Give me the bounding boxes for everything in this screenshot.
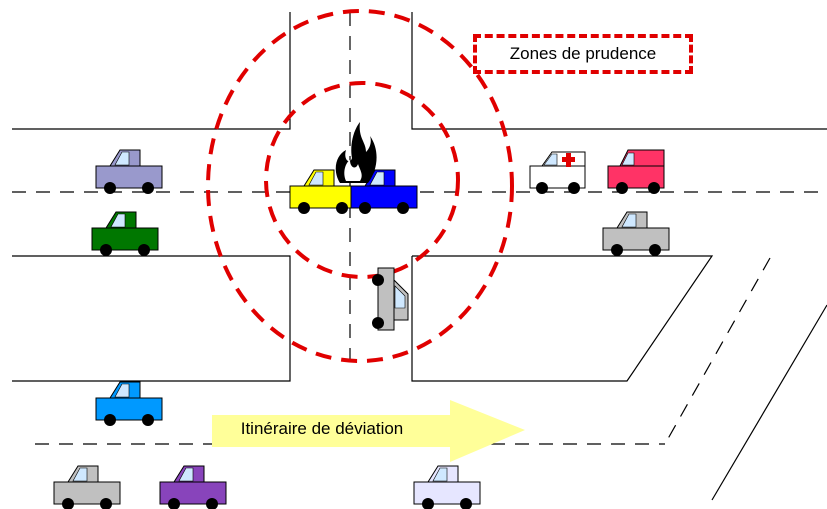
caution-zones-legend: Zones de prudence <box>473 34 693 74</box>
legend-label: Zones de prudence <box>509 44 657 63</box>
detour-label: Itinéraire de déviation <box>212 410 472 448</box>
detour-arrow <box>212 400 525 462</box>
car-white-bottom <box>413 465 481 509</box>
road-edges <box>12 12 827 501</box>
caution-zones <box>206 9 514 363</box>
inner-caution-zone <box>264 81 460 279</box>
fire-truck <box>607 149 665 194</box>
car-silver-right <box>602 211 670 257</box>
fire-icon <box>335 122 377 183</box>
outer-caution-zone <box>206 9 514 363</box>
ambulance <box>529 151 586 194</box>
car-gray-overturned <box>372 267 409 331</box>
car-purple <box>159 465 227 509</box>
car-gray-bottom <box>53 465 121 509</box>
car-cyan <box>95 381 163 427</box>
car-green <box>91 211 159 257</box>
detour-label-text: Itinéraire de déviation <box>240 419 404 438</box>
car-lavender <box>95 149 163 195</box>
